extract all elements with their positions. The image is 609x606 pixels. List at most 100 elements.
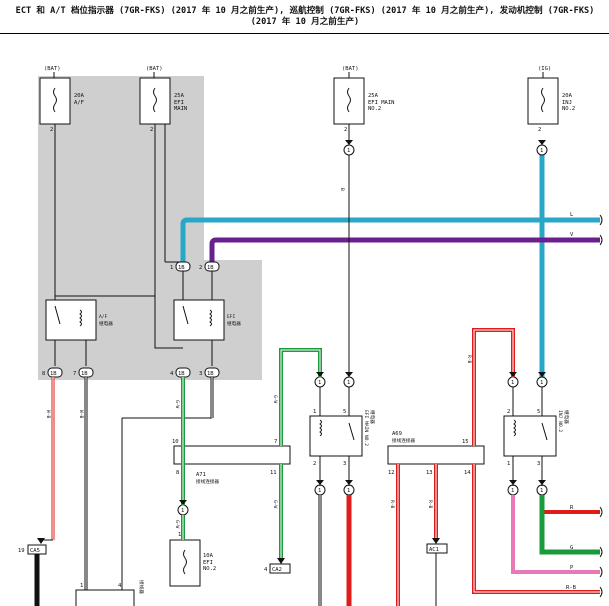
svg-text:1B: 1B <box>50 371 57 377</box>
svg-text:A/F: A/F <box>74 100 84 106</box>
svg-text:1: 1 <box>507 461 510 467</box>
svg-text:(IG): (IG) <box>538 66 551 72</box>
svg-text:G-W: G-W <box>174 520 180 529</box>
svg-text:1: 1 <box>80 583 83 589</box>
svg-text:2: 2 <box>538 127 541 133</box>
svg-text:3: 3 <box>199 371 202 377</box>
svg-text:INJ: INJ <box>562 100 572 106</box>
svg-text:INJ NO.2: INJ NO.2 <box>557 410 563 432</box>
svg-text:20A: 20A <box>562 93 573 99</box>
svg-text:8: 8 <box>176 470 179 476</box>
relay-efi: EFI 继电器 <box>173 271 241 366</box>
svg-text:13: 13 <box>426 470 433 476</box>
fuse-efi: (BAT) 25A EFI MAIN 2 <box>139 66 187 300</box>
svg-text:14: 14 <box>464 470 471 476</box>
svg-text:接线连接器: 接线连接器 <box>392 437 415 444</box>
svg-text:1: 1 <box>540 380 543 386</box>
svg-text:继电器: 继电器 <box>227 320 241 327</box>
svg-text:3: 3 <box>343 461 346 467</box>
svg-text:11: 11 <box>270 470 277 476</box>
title-divider <box>0 33 609 34</box>
relay-af: A/F 继电器 <box>45 299 113 366</box>
svg-text:EFI MAIN NO.2: EFI MAIN NO.2 <box>363 410 369 446</box>
wire-label-p: P <box>570 565 574 571</box>
svg-text:1B: 1B <box>207 371 214 377</box>
svg-text:2: 2 <box>344 127 347 133</box>
svg-text:1: 1 <box>181 508 184 514</box>
svg-text:继电器: 继电器 <box>99 320 113 327</box>
bus-l-cyan <box>180 154 600 382</box>
svg-text:25A: 25A <box>174 93 185 99</box>
relay-inj: 2 5 1 3 INJ NO.2 继电器 <box>503 409 570 467</box>
svg-text:5: 5 <box>537 409 540 415</box>
svg-text:接线器: 接线器 <box>138 580 145 594</box>
svg-text:19: 19 <box>18 548 25 554</box>
svg-text:1B: 1B <box>178 371 185 377</box>
svg-text:1: 1 <box>178 532 181 538</box>
svg-text:继电器: 继电器 <box>369 410 376 424</box>
connector-ac1: AC1 <box>429 547 439 553</box>
svg-text:(BAT): (BAT) <box>342 66 359 72</box>
svg-text:1: 1 <box>170 265 173 271</box>
svg-text:G-W: G-W <box>272 395 278 404</box>
fuse-efi2: 10A EFI NO.2 1 <box>169 532 216 587</box>
svg-text:继电器: 继电器 <box>563 410 570 424</box>
svg-text:1B: 1B <box>81 371 88 377</box>
wire-label-v: V <box>570 232 574 238</box>
svg-text:4: 4 <box>264 567 268 573</box>
connector-a69: A69 接线连接器 15 12 13 14 <box>387 431 485 476</box>
svg-text:1: 1 <box>318 380 321 386</box>
svg-text:W-B: W-B <box>45 410 51 419</box>
svg-text:1: 1 <box>318 488 321 494</box>
svg-text:R-B: R-B <box>466 355 472 364</box>
svg-text:A/F: A/F <box>99 314 108 320</box>
svg-text:NO.2: NO.2 <box>562 106 575 112</box>
svg-text:3: 3 <box>537 461 540 467</box>
wire-label-l: L <box>570 212 574 218</box>
svg-text:1: 1 <box>540 148 543 154</box>
svg-text:W-B: W-B <box>78 410 84 419</box>
fuse-af: (BAT) 20A A/F 2 <box>39 66 85 300</box>
svg-text:A71: A71 <box>196 472 206 478</box>
svg-text:A69: A69 <box>392 431 402 437</box>
diagram-title: ECT 和 A/T 档位指示器 (7GR-FKS) (2017 年 10 月之前… <box>15 6 595 27</box>
relay-efi-main2: 1 5 2 3 EFI MAIN NO.2 继电器 <box>309 409 376 467</box>
svg-text:4: 4 <box>170 371 174 377</box>
svg-text:7: 7 <box>73 371 76 377</box>
svg-text:NO.2: NO.2 <box>203 566 216 572</box>
svg-text:25A: 25A <box>368 93 379 99</box>
svg-text:R-B: R-B <box>427 500 433 509</box>
svg-text:EFI: EFI <box>227 314 236 320</box>
svg-text:1: 1 <box>347 488 350 494</box>
svg-text:12: 12 <box>388 470 395 476</box>
connector-1b-bottom: 1B 1B 1B 1B 8 7 4 3 <box>42 367 220 378</box>
svg-text:8: 8 <box>42 371 45 377</box>
svg-text:2: 2 <box>199 265 202 271</box>
svg-text:(BAT): (BAT) <box>146 66 163 72</box>
svg-text:NO.2: NO.2 <box>368 106 381 112</box>
svg-text:R-B: R-B <box>389 500 395 509</box>
fuse-inj: (IG) 20A INJ NO.2 2 <box>527 66 575 133</box>
svg-text:1: 1 <box>347 380 350 386</box>
svg-text:10: 10 <box>172 439 179 445</box>
svg-text:MAIN: MAIN <box>174 106 187 112</box>
svg-text:EFI: EFI <box>203 560 213 566</box>
svg-text:1: 1 <box>511 380 514 386</box>
fuse-af-source: (BAT) <box>44 66 61 72</box>
svg-text:4: 4 <box>118 583 122 589</box>
svg-text:15: 15 <box>462 439 469 445</box>
svg-text:EFI MAIN: EFI MAIN <box>368 100 395 106</box>
svg-text:20A: 20A <box>74 93 85 99</box>
svg-text:2: 2 <box>313 461 316 467</box>
wire-label-g: G <box>570 545 573 551</box>
connector-ca2: CA2 <box>272 567 282 573</box>
svg-text:5: 5 <box>343 409 346 415</box>
svg-text:1: 1 <box>313 409 316 415</box>
connector-ca5: CA5 <box>30 548 40 554</box>
svg-text:2: 2 <box>50 127 53 133</box>
svg-text:2: 2 <box>150 127 153 133</box>
connector-a71: 10 7 8 11 A71 接线连接器 <box>172 439 291 485</box>
svg-text:1B: 1B <box>207 265 214 271</box>
connector-1b-top: 1B 1B 1 2 <box>170 261 220 272</box>
